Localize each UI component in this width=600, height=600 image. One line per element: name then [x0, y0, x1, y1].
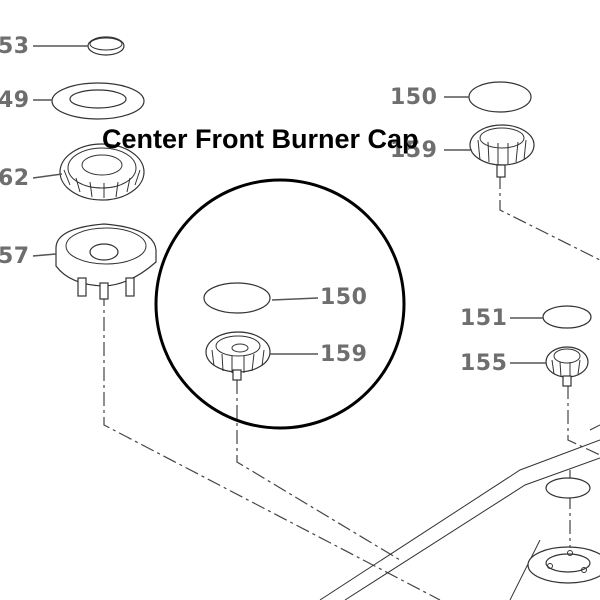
callout-151: 151: [460, 306, 508, 331]
part-159-top-burner-head: [469, 124, 535, 178]
part-149-ring: [51, 82, 145, 120]
cooktop-surface: [319, 424, 600, 600]
part-153-small-cap: [87, 36, 125, 56]
callout-157: 57: [0, 244, 30, 269]
callout-159-center: 159: [320, 342, 368, 367]
callout-153: 53: [0, 34, 30, 59]
part-151-cap: [542, 305, 592, 329]
part-162-burner-head: [59, 143, 145, 201]
highlight-circle: [154, 178, 406, 430]
callout-155: 155: [460, 351, 508, 376]
assembly-guide-lines: [103, 175, 600, 600]
part-155-burner-head: [545, 346, 589, 387]
part-150-top-cap: [468, 81, 532, 113]
callout-149: 49: [0, 88, 30, 113]
part-150-center-cap: [203, 282, 271, 314]
part-157-burner-base: [55, 223, 157, 300]
callout-150-center: 150: [320, 285, 368, 310]
callout-150-top: 150: [390, 85, 438, 110]
callout-159-top: 159: [390, 138, 438, 163]
part-159-center-burner-head: [205, 331, 271, 381]
diagram-title: Center Front Burner Cap: [102, 124, 419, 154]
callout-162: 62: [0, 166, 30, 191]
leader-lines: [32, 45, 546, 364]
